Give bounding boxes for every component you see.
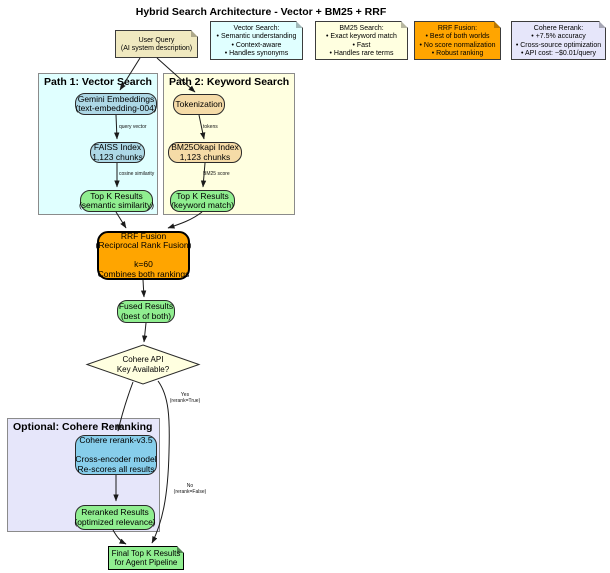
node-faiss-line2: 1,123 chunks [92, 151, 143, 162]
node-rrf-line5: Combines both rankings [97, 268, 190, 279]
node-gemini-embeddings: Gemini Embeddings (text-embedding-004) [75, 93, 157, 115]
edge-label-no-line2: (rerank=False) [173, 489, 207, 495]
note-rrf-fusion: RRF Fusion: • Best of both worlds • No s… [414, 21, 501, 60]
node-final-topk-results: Final Top K Results for Agent Pipeline [108, 546, 184, 570]
note-vector-heading: Vector Search: [233, 25, 280, 32]
node-cohere-rerank-v35: Cohere rerank-v3.5 Cross-encoder model R… [75, 435, 157, 475]
node-rrf-fusion: RRF Fusion (Reciprocal Rank Fusion) k=60… [95, 230, 192, 280]
edge-reranked-to-final [112, 529, 127, 545]
node-fused-line1: Fused Results [118, 301, 174, 311]
node-rrf-line2: (Reciprocal Rank Fusion) [95, 240, 192, 251]
edge-fused-to-decision [141, 322, 148, 343]
note-cohere-heading: Cohere Rerank: [533, 25, 584, 32]
edge-label-yes: Yes (rerank=True) [165, 392, 205, 404]
note-bm25-search: BM25 Search: • Exact keyword match • Fas… [315, 21, 408, 60]
node-topk-semantic: Top K Results (semantic similarity) [78, 190, 155, 212]
node-topk-semantic-line1: Top K Results [90, 190, 143, 201]
node-reranked-results: Reranked Results (optimized relevance) [74, 505, 156, 530]
note-vector-item: • Context-aware [231, 41, 282, 49]
node-bm25okapi-line2: 1,123 chunks [179, 151, 231, 162]
note-cohere-item: • API cost: ~$0.01/query [520, 49, 597, 57]
edge-label-query-vector: query vector [119, 124, 147, 130]
node-fused-results: Fused Results (best of both) [117, 300, 175, 323]
note-cohere-item: • Cross-source optimization [515, 41, 602, 49]
note-rrf-item: • No score normalization [419, 41, 496, 49]
node-reranked-line1: Reranked Results [81, 507, 149, 517]
note-user-query-line1: User Query [138, 37, 175, 44]
note-user-query: User Query (AI system description) [115, 30, 198, 58]
note-user-query-line2: (AI system description) [120, 45, 193, 53]
node-topk-keyword-line1: Top K Results [176, 190, 229, 201]
node-tokenization-line1: Tokenization [175, 98, 223, 109]
node-tokenization: Tokenization [173, 94, 225, 115]
node-topk-keyword-line2: (keyword match) [171, 200, 234, 210]
note-cohere-item: • +7.5% accuracy [531, 33, 586, 41]
cluster-optional-label: Optional: Cohere Reranking [13, 421, 153, 433]
edge-label-bm25-score: BM25 score [203, 171, 230, 177]
note-vector-search: Vector Search: • Semantic understanding … [210, 21, 303, 60]
edge-label-no-line1: No [186, 483, 194, 489]
diagram-title: Hybrid Search Architecture - Vector + BM… [135, 6, 387, 18]
edge-label-yes-line1: Yes [180, 392, 190, 398]
edge-label-yes-line2: (rerank=True) [169, 398, 201, 404]
note-bm25-heading: BM25 Search: [339, 25, 384, 32]
node-cohere-line3: Cross-encoder model [75, 454, 157, 464]
node-fused-line2: (best of both) [120, 310, 172, 321]
node-rrf-line4: k=60 [134, 259, 153, 270]
node-reranked-line2: (optimized relevance) [74, 516, 156, 527]
note-bm25-item: • Fast [352, 41, 371, 49]
edge-label-tokens: tokens [203, 124, 218, 130]
note-rrf-item: • Robust ranking [431, 49, 484, 57]
edge-label-no: No (rerank=False) [168, 483, 212, 495]
cluster-path2-label: Path 2: Keyword Search [169, 76, 290, 88]
note-bm25-item: • Handles rare terms [329, 49, 394, 57]
note-cohere-rerank: Cohere Rerank: • +7.5% accuracy • Cross-… [511, 21, 606, 60]
node-cohere-line1: Cohere rerank-v3.5 [79, 435, 153, 445]
node-faiss-line1: FAISS Index [93, 142, 142, 152]
node-rrf-line1: RRF Fusion [120, 230, 167, 241]
note-rrf-item: • Best of both worlds [425, 33, 490, 41]
note-rrf-heading: RRF Fusion: [437, 25, 478, 32]
edge-label-cosine-similarity: cosine similarity [119, 171, 155, 177]
cluster-path1-label: Path 1: Vector Search [44, 76, 152, 88]
node-gemini-line1: Gemini Embeddings [77, 93, 155, 104]
note-bm25-item: • Exact keyword match [326, 33, 397, 41]
node-decision-line1: Cohere API [122, 355, 164, 364]
node-decision-line2: Key Available? [116, 364, 170, 374]
node-cohere-line4: Re-scores all results [77, 463, 155, 474]
node-topk-keyword: Top K Results (keyword match) [170, 190, 235, 212]
node-bm25okapi-line1: BM25Okapi Index [171, 142, 239, 152]
node-final-line2: for Agent Pipeline [114, 558, 178, 567]
node-gemini-line2: (text-embedding-004) [75, 103, 157, 113]
note-vector-item: • Semantic understanding [216, 33, 297, 41]
node-decision-cohere-api: Cohere API Key Available? [99, 355, 187, 374]
node-final-line1: Final Top K Results [111, 548, 181, 558]
edge-rrf-to-fused [140, 279, 147, 298]
node-faiss-index: FAISS Index 1,123 chunks [90, 142, 145, 163]
node-topk-semantic-line2: (semantic similarity) [78, 200, 155, 210]
node-bm25okapi-index: BM25Okapi Index 1,123 chunks [168, 142, 242, 163]
note-vector-item: • Handles synonyms [224, 49, 289, 57]
